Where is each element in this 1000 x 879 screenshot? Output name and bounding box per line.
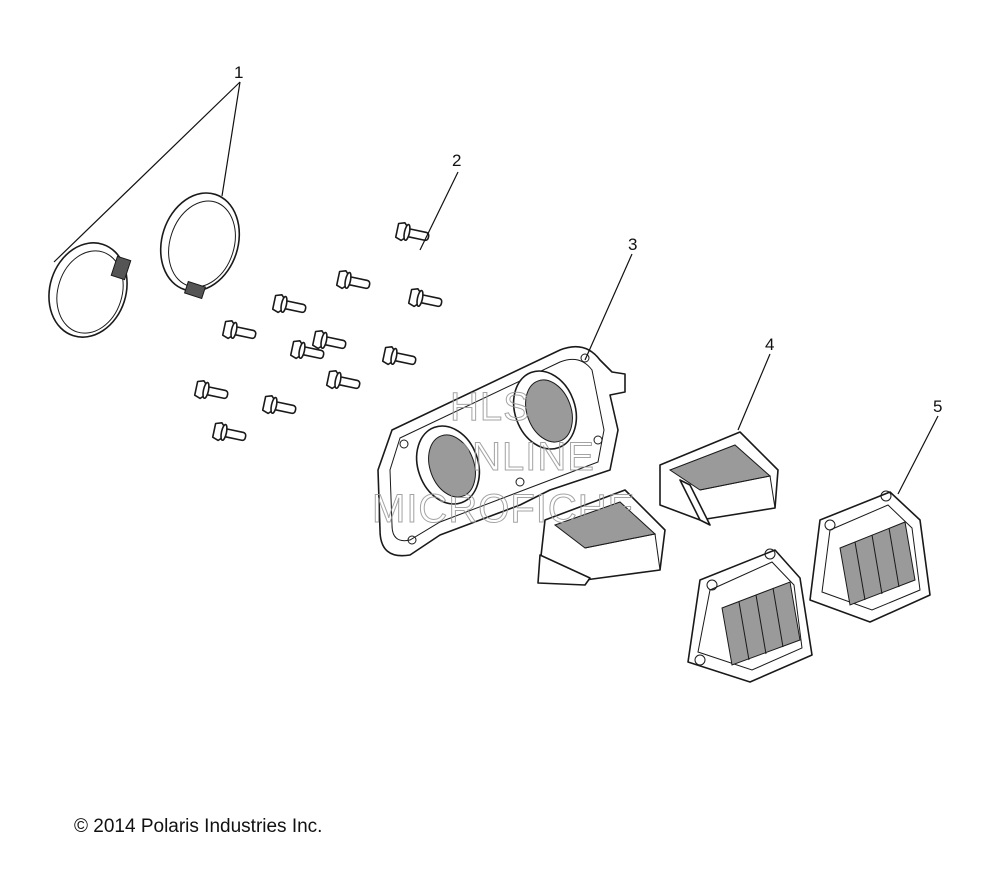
- leader-line-1a: [53, 81, 241, 263]
- bolt: [193, 379, 229, 400]
- reed-valve-front: [687, 548, 813, 683]
- bolt: [325, 369, 361, 390]
- bolt: [381, 345, 417, 366]
- reed-cage-rear: [659, 431, 779, 526]
- watermark-line-2: ONLINE: [440, 435, 595, 479]
- watermark-line-3: MICROFICHE: [372, 487, 635, 531]
- watermark-line-1: HLSM: [450, 385, 565, 429]
- callout-5: 5: [933, 397, 942, 416]
- bolt: [407, 287, 443, 308]
- bolt: [221, 319, 257, 340]
- bolt-group: [193, 221, 443, 442]
- callout-4: 4: [765, 335, 774, 354]
- gasket-plate: [377, 345, 626, 557]
- bolt: [271, 293, 307, 314]
- leader-line-1b: [221, 81, 241, 197]
- bolt: [394, 221, 430, 242]
- leader-line-5: [897, 415, 939, 495]
- leader-line-3: [584, 253, 633, 361]
- reed-cage-front: [537, 489, 666, 586]
- hose-clamp-left: [48, 242, 132, 338]
- bolt: [261, 394, 297, 415]
- leader-line-2: [419, 171, 459, 251]
- reed-valve-rear: [809, 490, 931, 623]
- callout-3: 3: [628, 235, 637, 254]
- watermark: HLSM ONLINE MICROFICHE: [372, 385, 635, 532]
- callout-1: 1: [234, 63, 243, 82]
- bolt: [335, 269, 371, 290]
- leader-line-4: [737, 353, 771, 431]
- bolt: [211, 421, 247, 442]
- hose-clamp-right: [159, 192, 241, 300]
- copyright-notice: © 2014 Polaris Industries Inc.: [74, 816, 323, 837]
- bolt: [311, 329, 347, 350]
- callout-2: 2: [452, 151, 461, 170]
- bolt: [289, 339, 325, 360]
